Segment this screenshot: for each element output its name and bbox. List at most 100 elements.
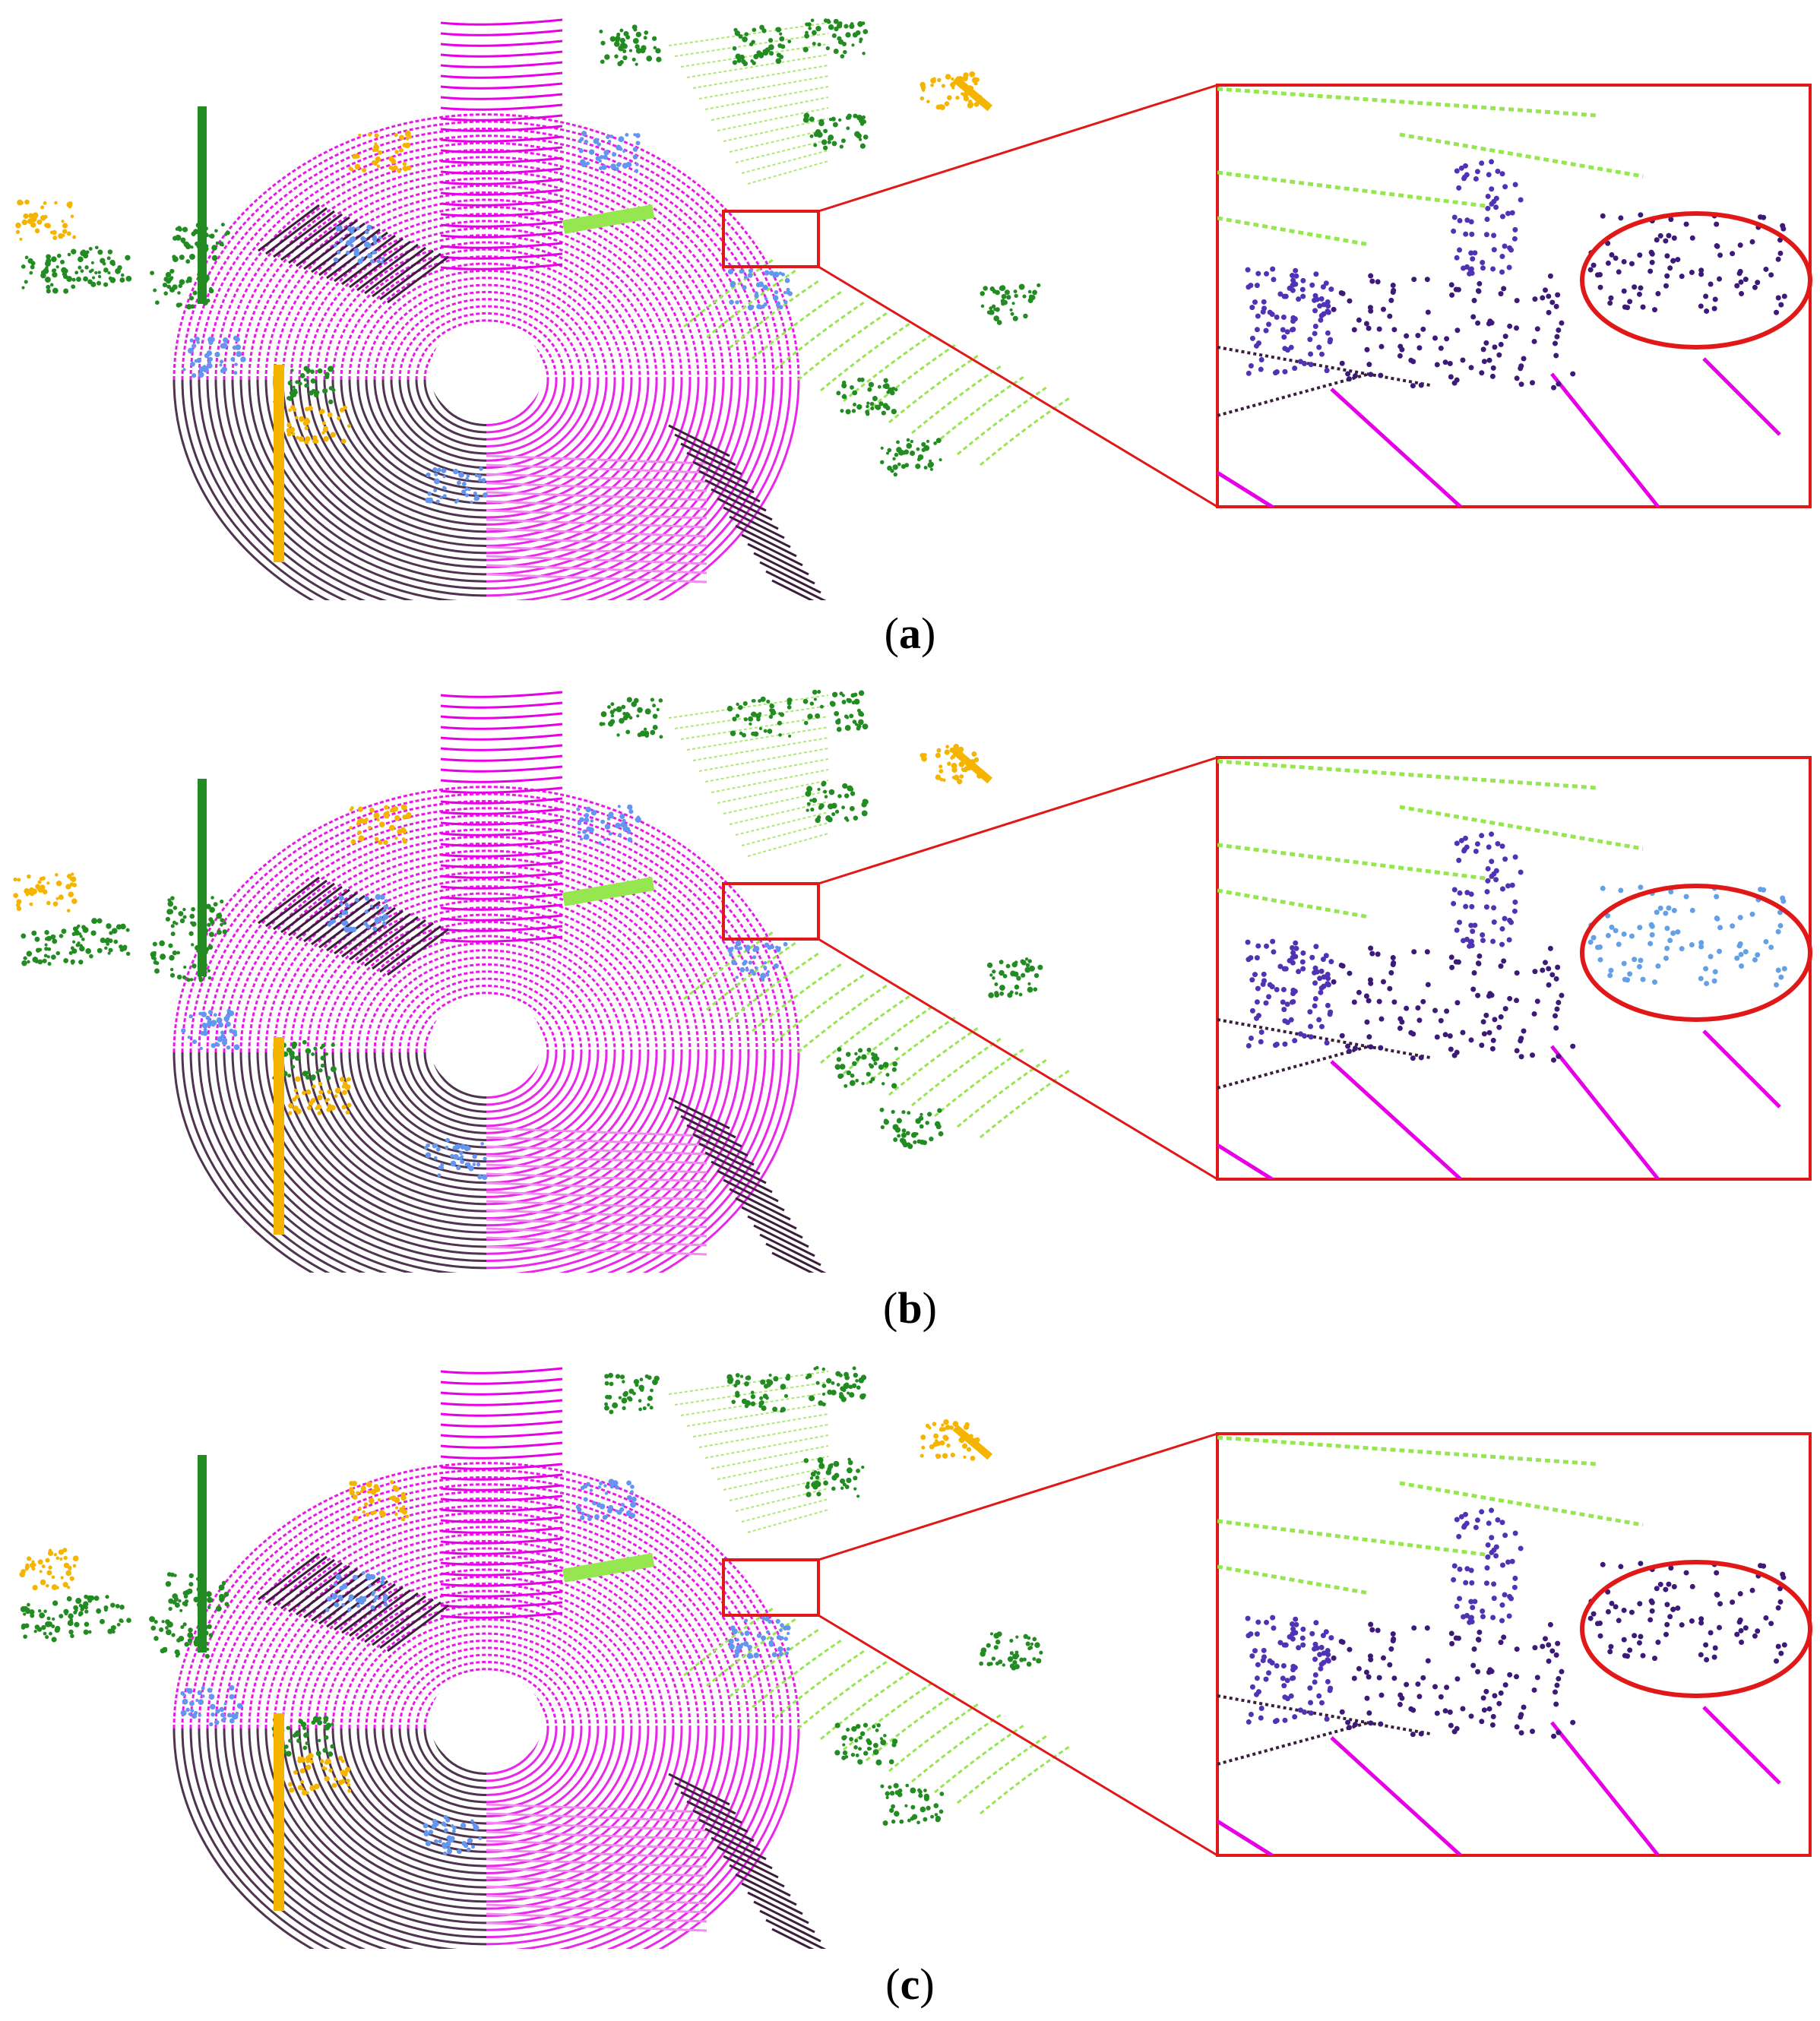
cloud-point bbox=[616, 162, 622, 167]
road-ring bbox=[486, 1052, 742, 1270]
terrain-line bbox=[680, 716, 829, 740]
cloud-point bbox=[177, 291, 181, 295]
object-point bbox=[1277, 291, 1283, 297]
cloud-point bbox=[290, 368, 294, 372]
cloud-point bbox=[51, 268, 56, 273]
cloud-point bbox=[735, 1373, 740, 1377]
highlight-point bbox=[1605, 912, 1611, 919]
cloud-point bbox=[610, 702, 615, 707]
object-point bbox=[1325, 1002, 1331, 1008]
cloud-point bbox=[445, 1146, 449, 1150]
object-point bbox=[1454, 327, 1461, 334]
cloud-point bbox=[205, 274, 210, 278]
object-point bbox=[1410, 359, 1416, 365]
highlight-point bbox=[1737, 1591, 1743, 1597]
cloud-point bbox=[113, 939, 119, 944]
terrain-line bbox=[911, 363, 1004, 435]
highlight-point bbox=[1621, 960, 1627, 966]
cloud-point bbox=[732, 716, 737, 722]
cloud-point bbox=[185, 1687, 189, 1692]
object-point bbox=[1378, 1016, 1385, 1022]
object-point bbox=[1492, 1693, 1498, 1699]
cloud-point bbox=[182, 1622, 187, 1627]
cloud-point bbox=[627, 837, 633, 843]
cloud-point bbox=[747, 1644, 752, 1650]
cloud-point bbox=[305, 406, 309, 412]
cloud-point bbox=[378, 150, 383, 155]
object-point bbox=[1308, 1700, 1314, 1706]
cloud-point bbox=[771, 1637, 774, 1641]
terrain-line bbox=[797, 982, 890, 1054]
cloud-point bbox=[443, 1814, 448, 1820]
cloud-point bbox=[333, 257, 339, 263]
cloud-point bbox=[174, 1602, 180, 1608]
object-point bbox=[1318, 1665, 1324, 1672]
cloud-point bbox=[883, 378, 888, 383]
cloud-point bbox=[373, 240, 378, 245]
terrain-line bbox=[820, 321, 913, 392]
sidewalk-line bbox=[753, 1900, 815, 1934]
terrain-line bbox=[752, 289, 844, 360]
cloud-point bbox=[324, 1099, 328, 1102]
cloud-point bbox=[309, 390, 314, 396]
road-ring bbox=[214, 821, 758, 1053]
connector-line bbox=[818, 1432, 1218, 1561]
cloud-point bbox=[749, 722, 752, 726]
highlight-point bbox=[1618, 215, 1624, 221]
sidewalk-ring bbox=[381, 379, 487, 470]
object-point bbox=[1447, 1033, 1453, 1039]
cloud-point bbox=[120, 273, 125, 277]
cloud-point bbox=[320, 1063, 325, 1068]
cloud-point bbox=[897, 1788, 903, 1793]
cloud-point bbox=[731, 960, 737, 966]
object-point bbox=[1512, 1530, 1518, 1536]
object-point bbox=[1280, 987, 1287, 993]
highlight-point bbox=[1640, 976, 1646, 982]
cloud-point bbox=[45, 1635, 49, 1640]
road-ring bbox=[181, 792, 792, 1053]
sidewalk-ring bbox=[173, 1728, 315, 1949]
cloud-point bbox=[929, 1444, 935, 1450]
object-point bbox=[1325, 1678, 1331, 1684]
road-line bbox=[440, 861, 563, 868]
cloud-point bbox=[747, 304, 754, 311]
cloud-point bbox=[842, 1743, 846, 1747]
cloud-point bbox=[597, 1485, 602, 1489]
object-point bbox=[1486, 1669, 1492, 1675]
cloud-point bbox=[359, 1599, 365, 1605]
cloud-point bbox=[236, 1703, 243, 1709]
object-point bbox=[1489, 831, 1495, 837]
cloud-point bbox=[185, 243, 191, 250]
sidewalk-line bbox=[704, 1151, 767, 1184]
vegetation-trunk bbox=[198, 1455, 207, 1653]
road-line bbox=[440, 146, 563, 153]
cloud-point bbox=[815, 713, 821, 719]
cloud-point bbox=[210, 1712, 215, 1717]
cloud-point bbox=[46, 900, 51, 906]
highlight-point bbox=[1648, 249, 1654, 255]
cloud-point bbox=[989, 286, 995, 292]
cloud-point bbox=[861, 1465, 865, 1469]
cloud-point bbox=[226, 1713, 233, 1718]
cloud-point bbox=[46, 935, 52, 941]
road-ring bbox=[486, 1052, 549, 1106]
cloud-point bbox=[998, 1659, 1003, 1665]
object-point bbox=[1454, 1517, 1460, 1523]
highlight-point bbox=[1621, 288, 1627, 294]
cloud-point bbox=[994, 992, 999, 998]
object-point bbox=[1442, 359, 1448, 365]
object-point bbox=[1387, 1662, 1393, 1668]
cloud-point bbox=[994, 982, 999, 986]
road-line bbox=[486, 1200, 707, 1210]
cloud-point bbox=[618, 1396, 622, 1400]
road-line bbox=[440, 712, 563, 720]
cloud-point bbox=[867, 387, 872, 392]
object-point bbox=[1464, 172, 1470, 178]
sidewalk-line bbox=[288, 216, 350, 264]
source-box bbox=[722, 210, 820, 268]
cloud-point bbox=[220, 900, 224, 904]
road-ring bbox=[486, 1728, 641, 1861]
cloud-point bbox=[100, 258, 106, 264]
cloud-point bbox=[951, 776, 955, 780]
cloud-point bbox=[219, 241, 224, 247]
